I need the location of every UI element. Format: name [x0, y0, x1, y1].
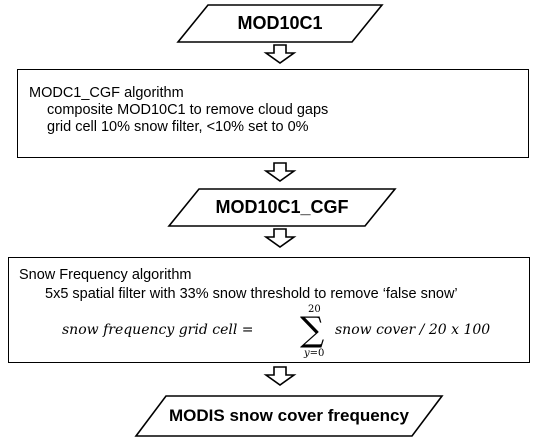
- equation-rhs: snow cover / 20 x 100: [335, 322, 491, 338]
- cgf-algorithm-step-1: composite MOD10C1 to remove cloud gaps: [47, 102, 329, 118]
- frequency-algorithm-step-1: 5x5 spatial filter with 33% snow thresho…: [45, 286, 458, 302]
- output-product-label: MODIS snow cover frequency: [169, 406, 409, 425]
- input-product-shape: [176, 4, 384, 43]
- summation-lower-limit: y=0: [304, 349, 324, 359]
- frequency-algorithm-title: Snow Frequency algorithm: [19, 267, 192, 283]
- down-arrow-icon: [263, 162, 297, 182]
- frequency-algorithm-box: Snow Frequency algorithm 5x5 spatial fil…: [8, 257, 530, 363]
- input-product-label: MOD10C1: [237, 13, 323, 33]
- summation-sign: ∑: [300, 310, 325, 350]
- cgf-algorithm-box: MODC1_CGF algorithm composite MOD10C1 to…: [17, 69, 529, 158]
- cgf-product-shape: [167, 188, 397, 227]
- down-arrow-icon: [263, 366, 297, 386]
- cgf-algorithm-step-2: grid cell 10% snow filter, <10% set to 0…: [47, 119, 309, 135]
- output-product-shape: [134, 395, 444, 437]
- down-arrow-icon: [263, 44, 297, 64]
- down-arrow-icon: [263, 228, 297, 248]
- cgf-algorithm-title: MODC1_CGF algorithm: [29, 85, 184, 101]
- summation-start: =0: [309, 348, 325, 359]
- cgf-product-label: MOD10C1_CGF: [215, 197, 349, 217]
- equation-lhs: snow frequency grid cell =: [62, 322, 254, 338]
- summation-upper-limit: 20: [308, 304, 321, 315]
- summation-index: y: [304, 348, 310, 359]
